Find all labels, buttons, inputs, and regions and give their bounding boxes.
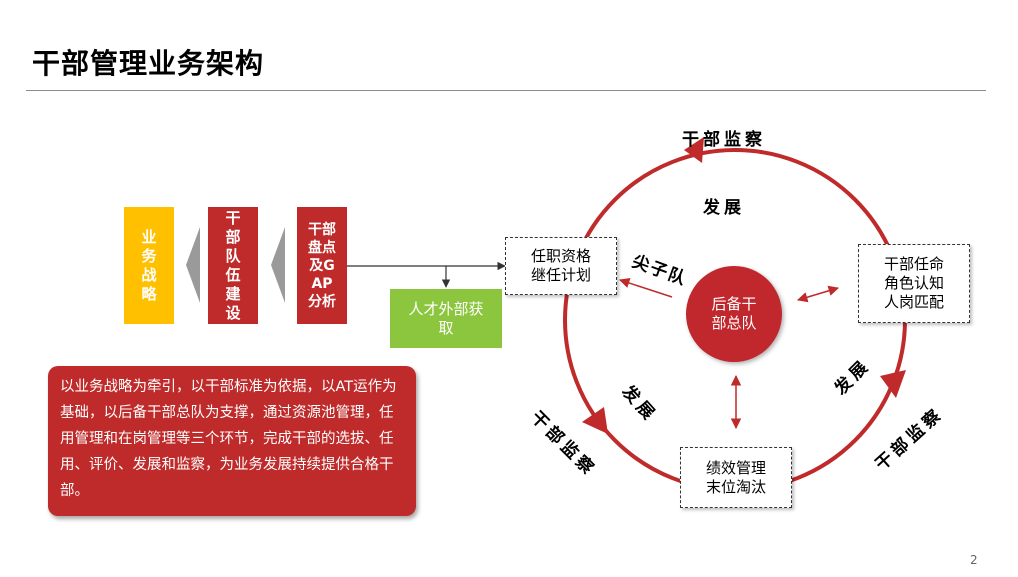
- appointment-box: 干部任命角色认知人岗匹配: [858, 244, 970, 323]
- arrow-center-right: [796, 285, 840, 303]
- appointment-label: 干部任命角色认知人岗匹配: [883, 255, 944, 311]
- business-strategy-label: 业务战略: [141, 227, 157, 303]
- reserve-team-circle: 后备干部总队: [686, 266, 782, 362]
- performance-box: 绩效管理末位淘汰: [680, 447, 792, 508]
- external-talent-label: 人才外部获取: [408, 299, 484, 337]
- development-label-top: 发展: [703, 198, 745, 218]
- performance-label: 绩效管理末位淘汰: [705, 458, 766, 496]
- inventory-gap-box: 干部盘点及GAP分析: [297, 207, 347, 324]
- title-divider: [26, 90, 986, 91]
- description-box: 以业务战略为牵引，以干部标准为依据，以AT运作为基础，以后备干部总队为支撑，通过…: [48, 366, 416, 516]
- external-talent-box: 人才外部获取: [390, 289, 502, 348]
- ring-arrow-right: [880, 370, 906, 398]
- page-number: 2: [970, 553, 978, 567]
- succession-plan-label: 任职资格继任计划: [530, 247, 591, 284]
- arrow-center-to-succession: [619, 277, 673, 298]
- team-building-label: 干部队伍建设: [225, 208, 241, 322]
- ring-arrow-top: [684, 137, 704, 163]
- reserve-team-label: 后备干部总队: [711, 295, 757, 332]
- supervision-label-top: 干部监察: [682, 130, 766, 150]
- ring-arrow-left: [582, 407, 608, 434]
- succession-plan-box: 任职资格继任计划: [505, 237, 617, 295]
- inventory-gap-label: 干部盘点及GAP分析: [308, 221, 336, 310]
- business-strategy-box: 业务战略: [124, 207, 174, 324]
- chevron-arrow-icon: [186, 227, 200, 303]
- team-building-box: 干部队伍建设: [208, 207, 258, 324]
- chevron-arrow-icon: [271, 227, 285, 303]
- page-title: 干部管理业务架构: [32, 47, 265, 80]
